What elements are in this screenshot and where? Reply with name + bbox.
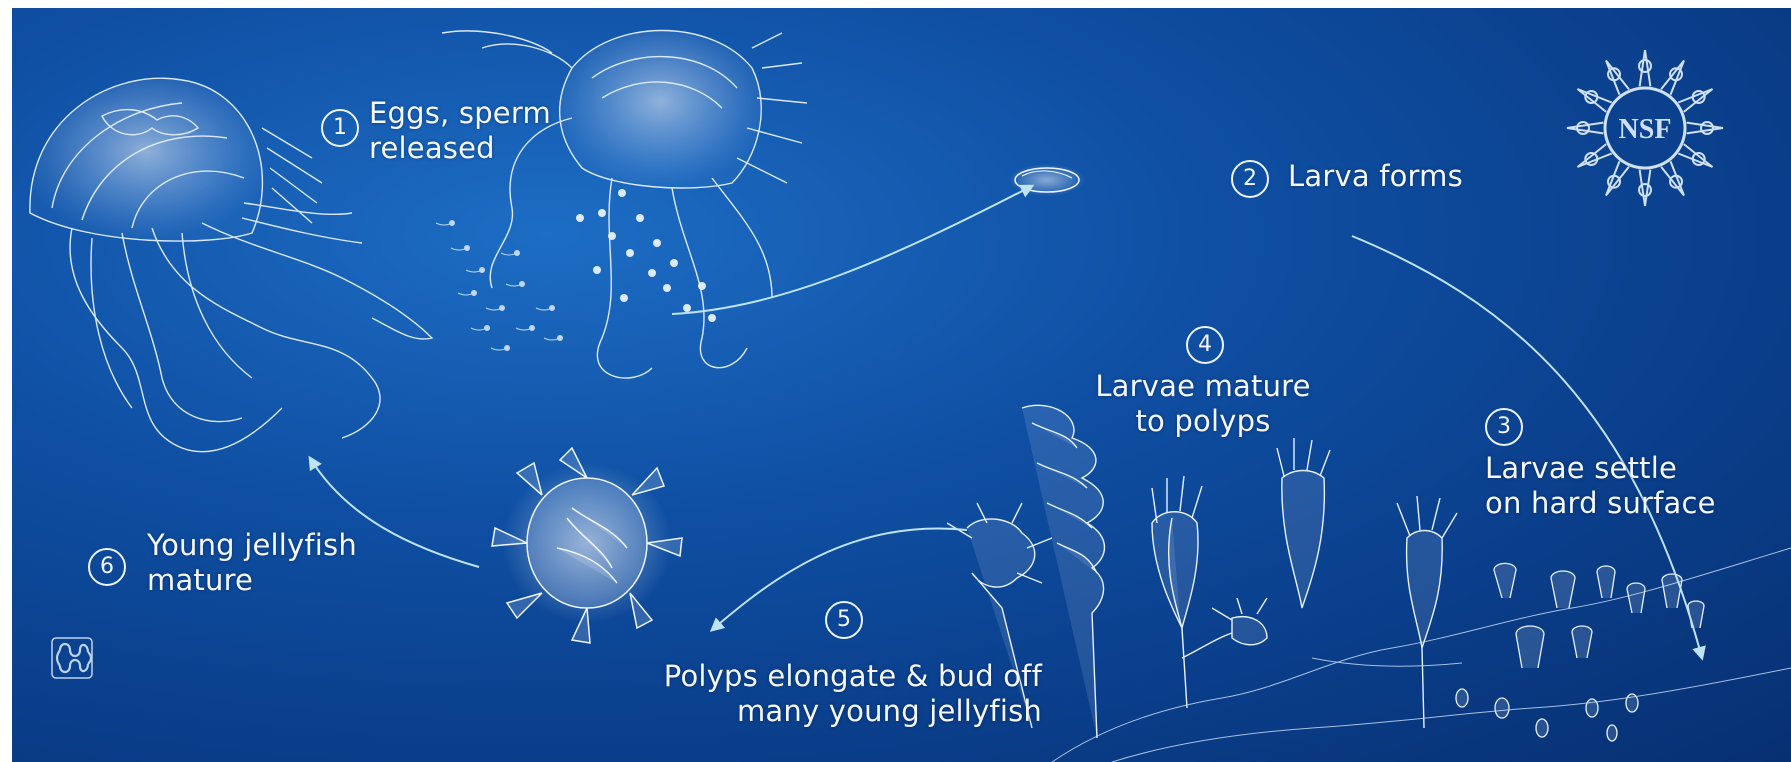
stage-5-line1: Polyps elongate & bud off	[632, 659, 1042, 694]
stage-3-line1: Larvae settle	[1485, 451, 1716, 486]
settled-polyps	[1456, 563, 1704, 741]
stage-3-number: 3	[1485, 408, 1523, 446]
stage-1-line2: released	[369, 131, 551, 166]
stage-1-line1: Eggs, sperm	[369, 96, 551, 131]
diagram-artwork: NSF	[12, 8, 1791, 762]
stage-4-line2: to polyps	[1078, 404, 1328, 439]
arrow-1-to-2	[672, 186, 1032, 314]
stage-6-label: Young jellyfish mature	[147, 528, 357, 598]
stage-6-line2: mature	[147, 563, 357, 598]
stage-1-number: 1	[321, 109, 359, 147]
spawning-jellyfish	[442, 31, 807, 379]
stage-5-number: 5	[825, 601, 863, 639]
stage-2-number: 2	[1231, 160, 1269, 198]
stage-6-number: 6	[88, 548, 126, 586]
life-cycle-diagram: NSF 1 Eggs, sperm released 2 Larva forms…	[12, 8, 1791, 762]
stage-5-label: Polyps elongate & bud off many young jel…	[632, 659, 1042, 729]
stage-2-line1: Larva forms	[1288, 159, 1463, 194]
nsf-seal-ray	[1640, 50, 1651, 86]
young-jellyfish	[492, 448, 682, 643]
sperm	[436, 221, 563, 351]
nsf-seal-logo: NSF	[1567, 50, 1723, 206]
stage-4-number: 4	[1186, 326, 1224, 364]
nsf-seal-ray	[1640, 170, 1651, 206]
stage-2-label: Larva forms	[1288, 159, 1463, 194]
nsf-seal-ring	[1701, 122, 1713, 134]
svg-text:NSF: NSF	[1619, 114, 1672, 145]
stage-4-label: Larvae mature to polyps	[1078, 369, 1328, 439]
stage-6-line1: Young jellyfish	[147, 528, 357, 563]
arrow-2-to-3	[1352, 236, 1702, 658]
nsf-seal-ring	[1639, 184, 1651, 196]
stage-1-label: Eggs, sperm released	[369, 96, 551, 166]
stage-3-label: Larvae settle on hard surface	[1485, 451, 1716, 521]
knot-emblem-icon	[52, 638, 92, 678]
nsf-seal-ray	[1567, 123, 1603, 134]
eggs	[576, 189, 716, 322]
nsf-seal-ray	[1687, 123, 1723, 134]
nsf-seal-ring	[1639, 60, 1651, 72]
stage-4-line1: Larvae mature	[1078, 369, 1328, 404]
stage-5-line2: many young jellyfish	[632, 694, 1042, 729]
stage-3-line2: on hard surface	[1485, 486, 1716, 521]
nsf-seal-ring	[1577, 122, 1589, 134]
